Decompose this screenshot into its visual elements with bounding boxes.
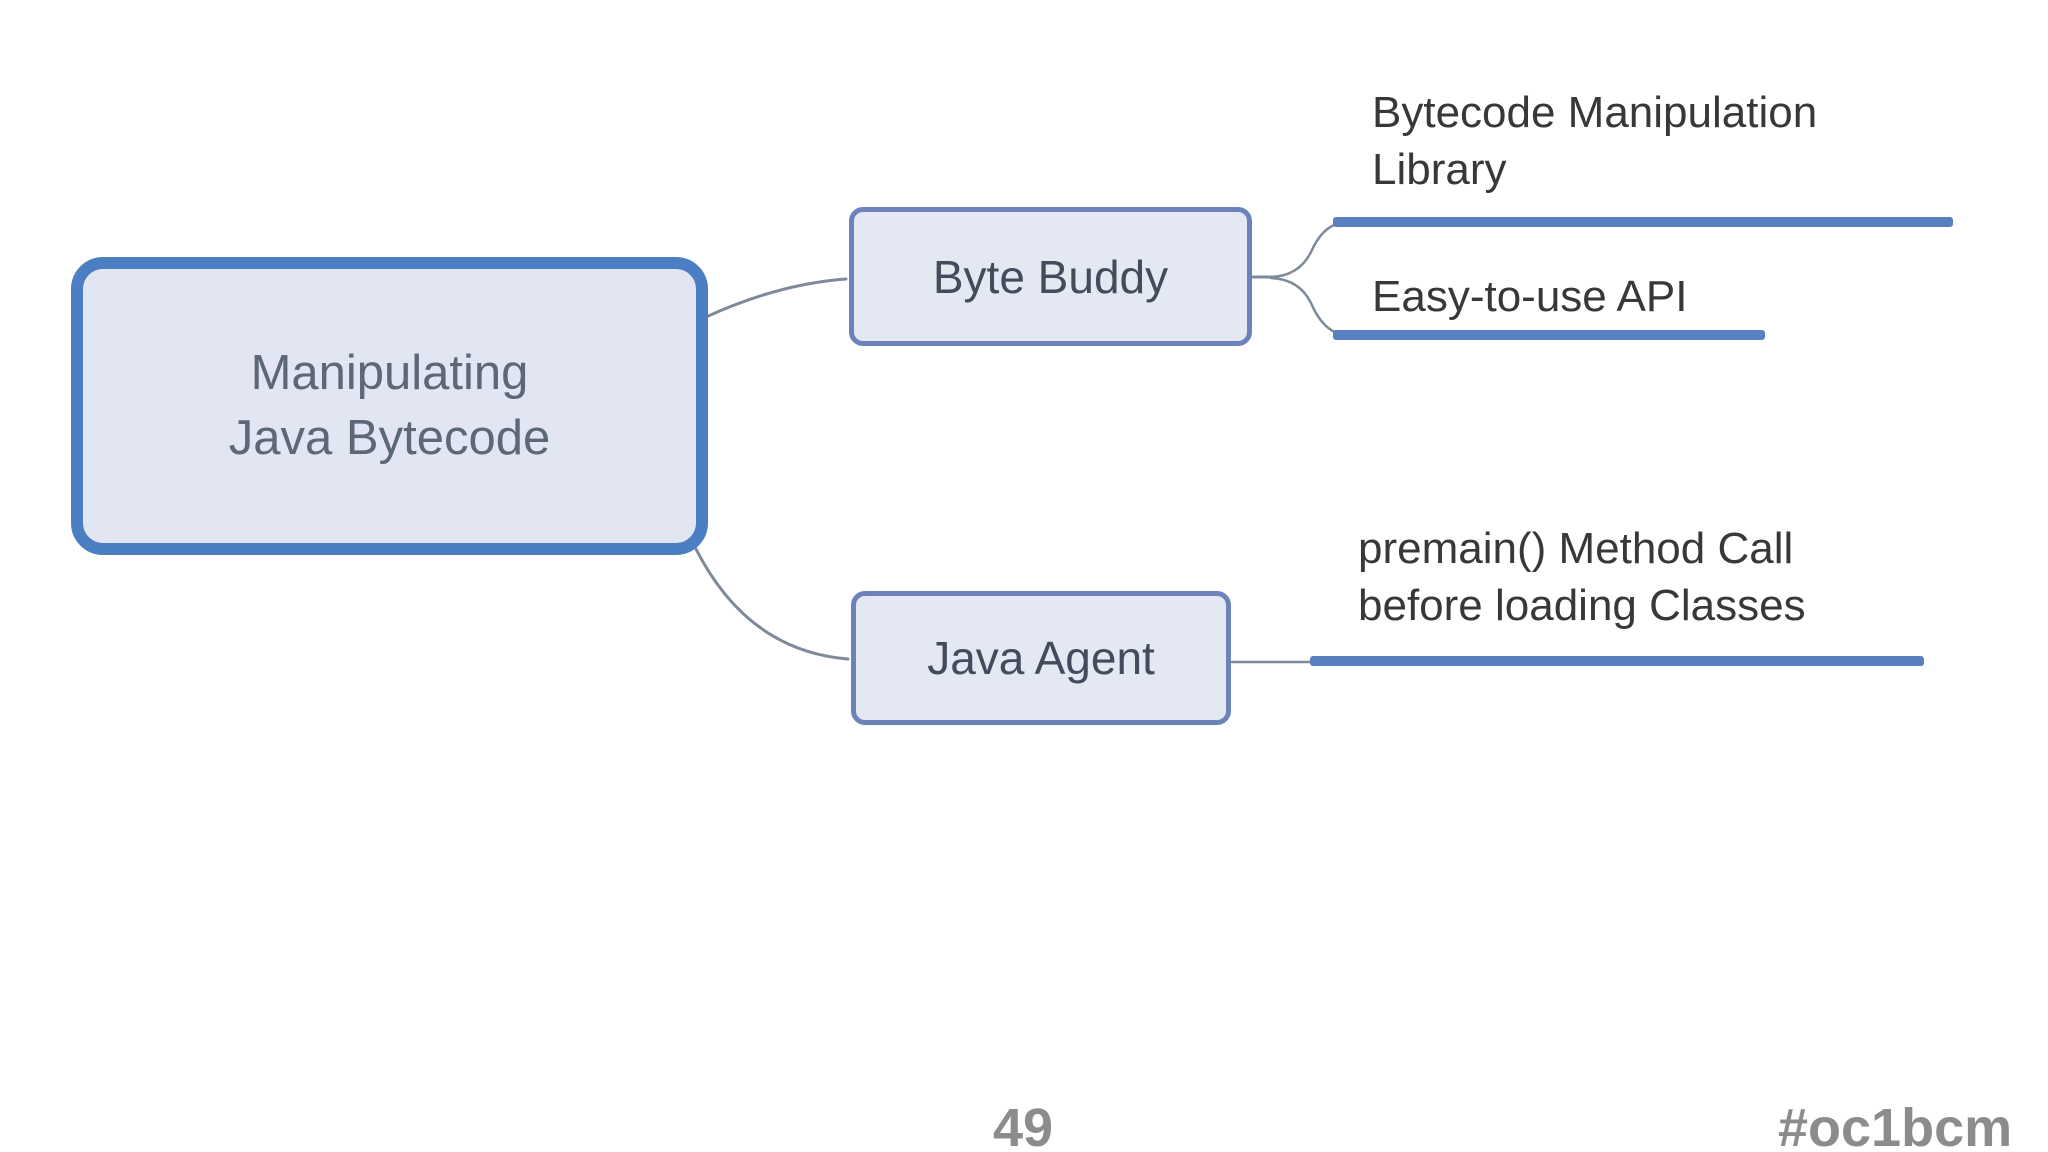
- hashtag: #oc1bcm: [1778, 1098, 2013, 1152]
- node-byte-buddy: Byte Buddy: [849, 207, 1252, 346]
- leaf-easy-to-use-api: Easy-to-use API: [1372, 272, 1688, 321]
- node-byte-buddy-label: Byte Buddy: [932, 250, 1169, 303]
- leaf-premain-method-call: premain() Method Call before loading Cla…: [1358, 524, 1806, 630]
- node-java-agent: Java Agent: [851, 591, 1231, 725]
- leaf-underline-easy-to-use-api: [1333, 330, 1765, 340]
- connector-root-byte-buddy: [704, 277, 848, 319]
- connector-byte-buddy-leaf-2: [1269, 276, 1342, 336]
- connector-root-java-agent: [694, 547, 850, 661]
- leaf-bytecode-manipulation-library: Bytecode Manipulation Library: [1372, 88, 1818, 194]
- connector-byte-buddy-leaf-1: [1269, 221, 1342, 279]
- leaf-underline-premain-method-call: [1310, 656, 1924, 666]
- leaf-underline-bytecode-manipulation-library: [1333, 217, 1953, 227]
- node-java-agent-label: Java Agent: [927, 632, 1155, 684]
- page-number: 49: [993, 1098, 1054, 1152]
- root-node-manipulating-java-bytecode: Manipulating Java Bytecode: [71, 257, 708, 555]
- root-node-label: Manipulating Java Bytecode: [228, 346, 551, 465]
